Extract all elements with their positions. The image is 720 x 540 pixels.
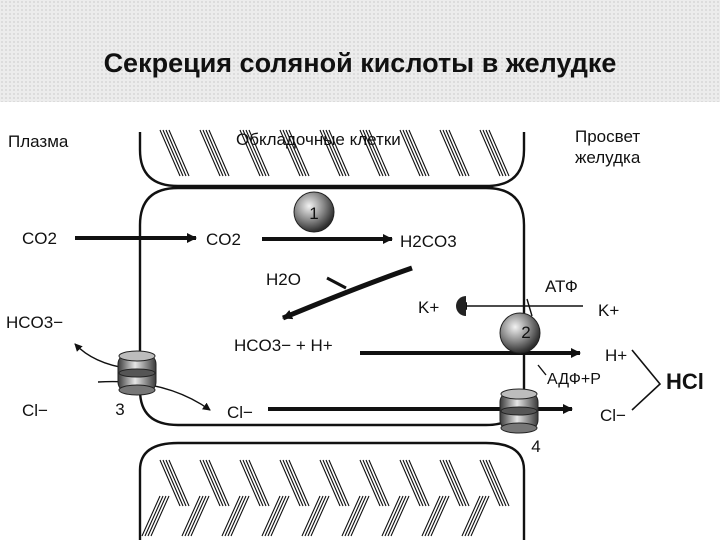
cells-label: Обкладочные клетки — [236, 130, 401, 149]
bottom-cell-outline — [138, 441, 526, 540]
chloride-channel-icon — [499, 388, 539, 434]
cl-cell-label: Cl− — [227, 403, 253, 422]
co2-cell-label: CO2 — [206, 230, 241, 249]
k-lumen-label: K+ — [598, 301, 619, 320]
microvilli-hatching — [141, 129, 510, 537]
hco3-plasma-label: HCO3− — [6, 313, 63, 332]
proton-pump-icon: 2 — [499, 312, 541, 354]
h2co3-label: H2CO3 — [400, 232, 457, 251]
pump-number: 2 — [521, 323, 530, 342]
arrow-h2o-join — [326, 276, 347, 290]
k-channel-icon — [456, 296, 466, 316]
hcl-label: HCl — [666, 369, 704, 394]
carbonic-anhydrase-icon: 1 — [293, 191, 335, 233]
cl-plasma-label: Cl− — [22, 401, 48, 420]
arrow-atp-pump — [526, 298, 533, 317]
h-lumen-label: H+ — [605, 346, 627, 365]
chloride-bicarbonate-exchanger-icon — [117, 350, 157, 396]
title-band — [0, 0, 720, 102]
k-cell-label: K+ — [418, 298, 439, 317]
enzyme-number: 1 — [309, 204, 318, 223]
top-cell-outline — [138, 132, 526, 188]
channel-number: 4 — [531, 437, 540, 456]
hco3-h-label: HCO3− + H+ — [234, 336, 333, 355]
arrow-h2co3-dissociation — [282, 265, 413, 321]
exchanger-number: 3 — [115, 400, 124, 419]
lumen-label-line2: желудка — [575, 148, 641, 167]
lumen-label-line1: Просвет — [575, 127, 640, 146]
arrow-cl-in — [97, 380, 211, 411]
co2-plasma-label: CO2 — [22, 229, 57, 248]
h2o-label: H2O — [266, 270, 301, 289]
hcl-bracket — [631, 349, 662, 411]
page-title: Секреция соляной кислоты в желудке — [103, 48, 617, 78]
plasma-label: Плазма — [8, 132, 69, 151]
adp-p-label: АДФ+Р — [547, 371, 601, 388]
cl-lumen-label: Cl− — [600, 406, 626, 425]
arrow-adp-out — [537, 364, 547, 376]
atp-label: АТФ — [545, 277, 578, 296]
